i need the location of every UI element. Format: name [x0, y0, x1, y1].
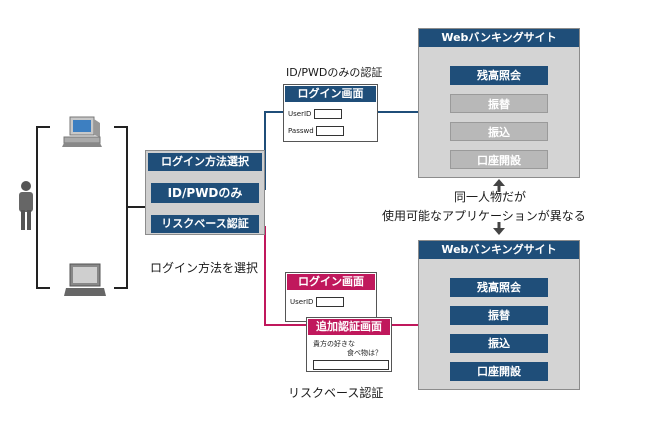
bottom-login-screen: ログイン画面 UserID [285, 272, 377, 322]
id-pwd-caption: ID/PWDのみの認証 [286, 66, 383, 79]
extra-auth-title: 追加認証画面 [308, 319, 390, 335]
bottom-login-title: ログイン画面 [287, 274, 375, 290]
right-bracket [114, 126, 128, 289]
question-line-2: 食べ物は？ [347, 349, 382, 357]
bottom-userid-label: UserID [290, 298, 314, 306]
web-site-bottom-panel: Webバンキングサイト 残高照会 振替 振込 口座開設 [418, 240, 580, 390]
top-passwd-label: Passwd [288, 127, 314, 135]
web-bottom-item-remit[interactable]: 振込 [450, 334, 548, 353]
top-userid-label: UserID [288, 110, 312, 118]
id-pwd-option-button[interactable]: ID/PWDのみ [151, 183, 259, 203]
web-bottom-item-balance[interactable]: 残高照会 [450, 278, 548, 297]
risk-based-caption: リスクベース認証 [288, 386, 384, 400]
method-select-panel: ログイン方法選択 ID/PWDのみ リスクベース認証 [145, 150, 265, 235]
method-select-caption: ログイン方法を選択 [150, 261, 259, 275]
web-top-item-open-account[interactable]: 口座開設 [450, 150, 548, 169]
top-passwd-row: Passwd [288, 126, 344, 136]
note-line-2: 使用可能なアプリケーションが異なる [382, 209, 586, 223]
web-site-top-panel: Webバンキングサイト 残高照会 振替 振込 口座開設 [418, 28, 580, 178]
web-top-item-balance[interactable]: 残高照会 [450, 66, 548, 85]
risk-based-option-button[interactable]: リスクベース認証 [151, 215, 259, 233]
top-userid-input[interactable] [313, 109, 342, 119]
question-line-1: 貴方の好きな [313, 340, 355, 348]
left-bracket [36, 126, 50, 289]
extra-auth-screen: 追加認証画面 貴方の好きな 食べ物は？ [306, 317, 392, 372]
method-select-header: ログイン方法選択 [148, 153, 262, 171]
id-pwd-path [264, 111, 283, 190]
web-bottom-item-transfer[interactable]: 振替 [450, 306, 548, 325]
note-line-1: 同一人物だが [453, 190, 526, 204]
answer-input[interactable] [313, 360, 389, 370]
web-site-bottom-title: Webバンキングサイト [419, 241, 579, 259]
top-passwd-input[interactable] [315, 126, 344, 136]
risk-path [264, 226, 306, 326]
web-top-item-remit[interactable]: 振込 [450, 122, 548, 141]
laptop-icon [64, 263, 106, 296]
top-login-screen: ログイン画面 UserID Passwd [283, 84, 378, 142]
top-userid-row: UserID [288, 109, 342, 119]
desktop-pc-icon [62, 116, 102, 147]
up-down-arrows-icon [493, 179, 505, 235]
person-icon [19, 181, 33, 230]
bottom-userid-row: UserID [290, 297, 344, 307]
top-login-title: ログイン画面 [285, 86, 376, 102]
bottom-userid-input[interactable] [315, 297, 344, 307]
web-site-top-title: Webバンキングサイト [419, 29, 579, 47]
web-bottom-item-open-account[interactable]: 口座開設 [450, 362, 548, 381]
web-top-item-transfer[interactable]: 振替 [450, 94, 548, 113]
